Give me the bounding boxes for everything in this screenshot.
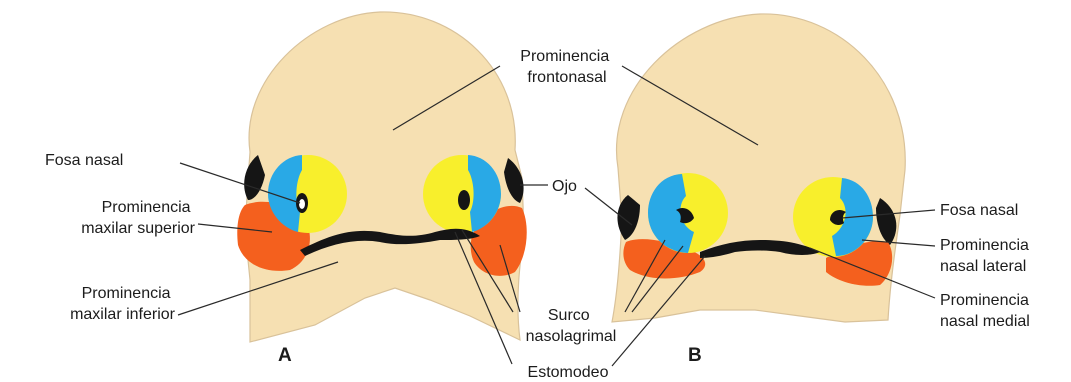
panel-label-a: A [278,345,292,366]
label-prominencia-maxilar-superior: Prominencia maxilar superior [81,199,195,237]
embryo-a-left-nasal-pit-inner [299,199,305,209]
label-prominencia-maxilar-inferior: Prominencia maxilar inferior [70,285,176,323]
label-ojo: Ojo [552,178,577,195]
label-prominencia-nasal-medial: Prominencia nasal medial [940,292,1033,330]
embryo-a-right-nasal-pit [458,190,470,210]
panel-label-b: B [688,345,702,366]
label-fosa-nasal-b: Fosa nasal [940,202,1018,219]
label-prominencia-nasal-lateral: Prominencia nasal lateral [940,237,1033,275]
label-estomodeo: Estomodeo [528,364,609,381]
embryo-b [612,14,905,322]
label-fosa-nasal-a: Fosa nasal [45,152,123,169]
label-prominencia-frontonasal: Prominencia frontonasal [520,48,613,86]
embryo-a [237,12,526,342]
label-surco-nasolagrimal: Surco nasolagrimal [526,307,617,345]
